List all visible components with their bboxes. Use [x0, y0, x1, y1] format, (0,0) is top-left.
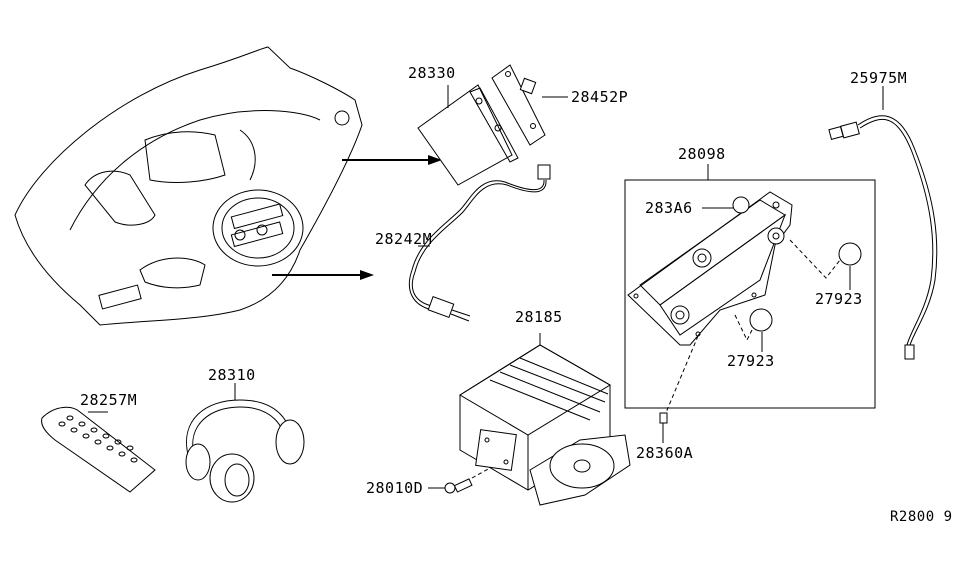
label-28310[interactable]: 28310 [208, 366, 256, 384]
dashboard-panel [14, 46, 363, 326]
label-28010D[interactable]: 28010D [366, 479, 424, 497]
part-28360A-screw [659, 335, 699, 443]
label-28360A[interactable]: 28360A [636, 444, 694, 462]
part-28098-panel [627, 191, 793, 346]
label-28257M[interactable]: 28257M [80, 391, 138, 409]
reference-code: R2800 9 [890, 509, 953, 525]
label-28185[interactable]: 28185 [515, 308, 563, 326]
part-25975M-harness [828, 86, 938, 360]
label-28330[interactable]: 28330 [408, 64, 456, 82]
label-28242M[interactable]: 28242M [375, 230, 433, 248]
label-27923-lower[interactable]: 27923 [727, 352, 775, 370]
label-28452P[interactable]: 28452P [571, 88, 629, 106]
part-28242M-cable [408, 164, 551, 322]
part-28452P-bracket [491, 64, 568, 146]
part-28257M-remote [41, 406, 156, 493]
part-28098-frame [624, 164, 876, 409]
part-28010D-bolt [428, 467, 491, 494]
part-27923-knob-upper [789, 239, 862, 290]
label-27923-upper[interactable]: 27923 [815, 290, 863, 308]
part-28310-headphones [185, 383, 305, 503]
part-28330-unit [417, 84, 519, 186]
arrow-to-28330 [342, 155, 442, 165]
label-25975M[interactable]: 25975M [850, 69, 908, 87]
arrow-to-28242M [272, 270, 374, 280]
label-28098[interactable]: 28098 [678, 145, 726, 163]
part-27923-knob-lower [734, 308, 773, 352]
part-28185-unit [459, 333, 631, 506]
part-283A6-knob [702, 196, 750, 214]
label-283A6[interactable]: 283A6 [645, 199, 693, 217]
